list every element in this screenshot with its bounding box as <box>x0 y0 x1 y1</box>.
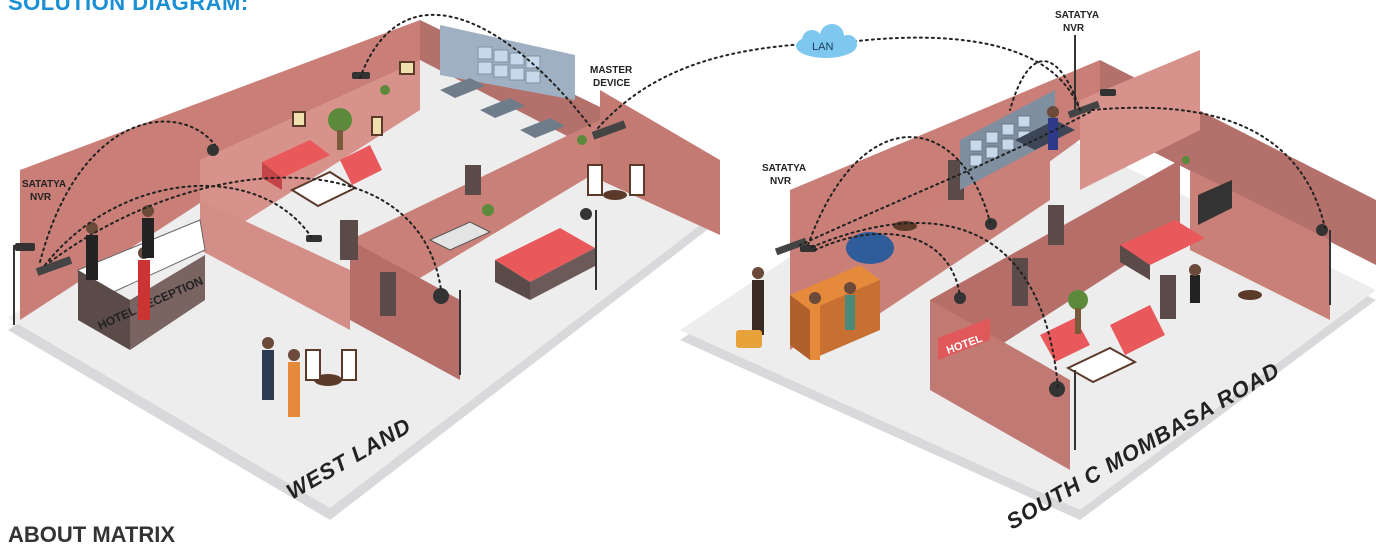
south-nvr-left-label-line2: NVR <box>770 176 792 187</box>
sofa <box>262 140 382 190</box>
people <box>86 205 300 417</box>
lan-label: LAN <box>812 41 833 53</box>
south-people <box>752 106 1201 360</box>
lan-cloud-icon: LAN <box>796 24 857 58</box>
lounge-table <box>305 349 357 386</box>
master-device-label-line1: MASTER <box>590 65 633 76</box>
master-device <box>591 120 627 140</box>
camera-icon <box>15 72 592 304</box>
west-nvr-device <box>35 256 73 276</box>
south-nvr-device-left <box>774 237 808 256</box>
diagram-title: SOLUTION DIAGRAM: <box>8 0 249 15</box>
west-partition <box>350 120 600 320</box>
south-nvr-left-label-line1: SATATYA <box>762 163 806 174</box>
about-heading: ABOUT MATRIX <box>8 522 176 547</box>
south-nvr-top-label-line2: NVR <box>1063 23 1085 34</box>
door <box>465 165 481 195</box>
office-desk <box>428 221 492 251</box>
plant-icon <box>328 85 587 216</box>
door <box>380 272 396 316</box>
plant-icon <box>1068 156 1190 334</box>
south-nvr-device-top <box>1067 100 1101 119</box>
master-device-label-line2: DEVICE <box>593 78 631 89</box>
south-building: HOTEL <box>680 50 1376 520</box>
west-land-building: HOTEL RECEPTION <box>8 20 720 520</box>
network-links <box>39 13 1326 389</box>
door <box>340 220 358 260</box>
south-nvr-top-label-line1: SATATYA <box>1055 10 1099 21</box>
luggage-icon <box>736 330 762 348</box>
bed <box>495 228 595 300</box>
south-bed <box>1120 220 1205 280</box>
picture-frames <box>292 61 415 136</box>
room-table <box>587 164 645 200</box>
west-nvr-label-line2: NVR <box>30 192 52 203</box>
operator-desks <box>440 78 565 138</box>
west-cameras <box>13 210 597 375</box>
west-nvr-label-line1: SATATYA <box>22 179 66 190</box>
